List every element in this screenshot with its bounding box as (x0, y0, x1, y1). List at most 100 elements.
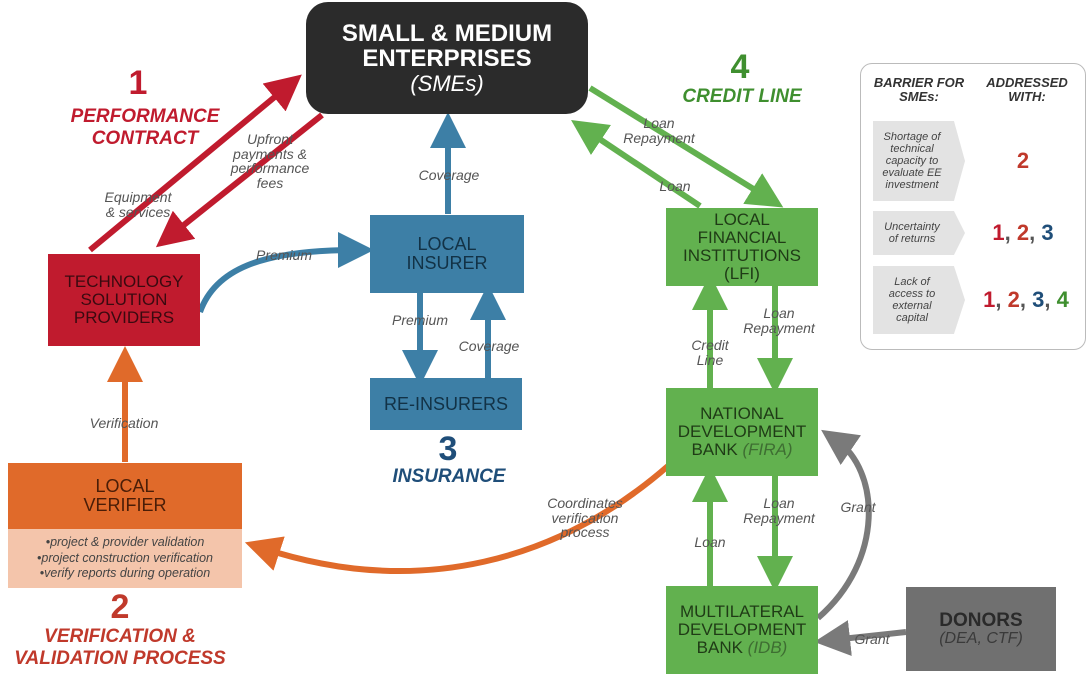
multilateral-development-bank-node: MULTILATERAL DEVELOPMENT BANK (IDB) (666, 586, 818, 674)
credit-line-l2: Line (696, 351, 724, 368)
legend-separator: , (1019, 287, 1033, 312)
legend-number: 2 (1016, 148, 1030, 173)
legend-number: 1 (983, 287, 996, 312)
legend-number: 2 (1016, 220, 1030, 245)
flow-label-coverage-top: Coverage (418, 167, 480, 183)
verifier-task-item: •project & provider validation (45, 535, 205, 549)
donors-sub: (DEA, CTF) (939, 629, 1023, 647)
flow-label-loan-repayment-top: Loan Repayment (614, 116, 704, 145)
ndb-line2: DEVELOPMENT (677, 422, 807, 442)
lfi-line2: FINANCIAL (697, 228, 787, 248)
arrow-loan-to-sme (571, 120, 702, 209)
verifier-task-list: •project & provider validation •project … (8, 529, 242, 588)
tech-line3: PROVIDERS (73, 307, 175, 327)
mdb-line3: BANK (696, 637, 743, 657)
equipment-l2: & services (105, 203, 171, 220)
legend-number: 1 (992, 220, 1005, 245)
section-4-number: 4 (730, 48, 750, 86)
legend-barrier-cell: Uncertainty of returns (873, 211, 965, 255)
section-1-title-l2: CONTRACT (91, 127, 199, 149)
legend-separator: , (995, 287, 1008, 312)
arrow-coordinates-verification (244, 463, 670, 574)
national-development-bank-node: NATIONAL DEVELOPMENT BANK (FIRA) (666, 388, 818, 476)
legend-addressed-cell: 1, 2, 3, 4 (973, 266, 1079, 334)
flow-label-loan-repayment-mid: Loan Repayment (734, 306, 824, 335)
legend-barrier-cell: Shortage of technical capacity to evalua… (873, 121, 965, 201)
legend-separator: , (1044, 287, 1057, 312)
loan-repay-bottom-l1: Loan (763, 495, 795, 511)
legend-number: 3 (1032, 287, 1045, 312)
section-2-number: 2 (110, 588, 130, 626)
tech-line2: SOLUTION (80, 290, 168, 310)
lfi-line1: LOCAL (714, 210, 770, 230)
technology-solution-providers-node: TECHNOLOGY SOLUTION PROVIDERS (48, 254, 200, 346)
section-3-number: 3 (438, 430, 458, 468)
flow-label-loan-repayment-bottom: Loan Repayment (734, 496, 824, 525)
legend-barrier-text: Shortage of (883, 130, 941, 143)
legend-header-addressed: ADDRESSED WITH: (979, 75, 1075, 105)
upfront-l3: performance (230, 160, 310, 177)
arrow-grant-to-ndb (816, 429, 872, 621)
section-2-title-l2: VALIDATION PROCESS (14, 647, 226, 669)
flow-label-upfront: Upfront payments & performance fees (220, 132, 320, 191)
upfront-l4: fees (256, 175, 284, 192)
flow-label-coverage-re: Coverage (458, 338, 520, 354)
section-1-title-l1: PERFORMANCE (70, 106, 220, 127)
reinsurers-label: RE-INSURERS (383, 393, 508, 414)
mdb-line3-row: BANK (IDB) (696, 637, 788, 657)
barrier-legend: BARRIER FOR SMEs: ADDRESSED WITH: Shorta… (860, 63, 1086, 350)
flow-label-grant-ndb: Grant (840, 499, 876, 515)
local-verifier-node: LOCAL VERIFIER (8, 463, 242, 529)
tech-line1: TECHNOLOGY (64, 272, 184, 292)
coordinates-l3: process (560, 524, 610, 541)
ndb-line1: NATIONAL (700, 404, 784, 424)
legend-barrier-text: investment (885, 179, 939, 192)
section-1-title: PERFORMANCE CONTRACT (60, 106, 230, 150)
ndb-sub: (FIRA) (742, 439, 793, 459)
legend-barrier-text: evaluate EE (882, 167, 942, 180)
loan-repay-mid-l2: Repayment (743, 319, 815, 336)
upfront-l2: payments & (233, 145, 307, 162)
legend-barrier-text: of returns (888, 233, 936, 245)
legend-number: 4 (1056, 287, 1069, 312)
loan-repay-mid-l1: Loan (763, 305, 795, 321)
coordinates-l1: Coordinates (547, 495, 623, 511)
sme-line3: (SMEs) (410, 70, 484, 96)
legend-barrier-text: external (892, 300, 932, 312)
lfi-line3: INSTITUTIONS (LFI) (682, 246, 802, 283)
ndb-line3-row: BANK (FIRA) (691, 439, 793, 459)
legend-barrier-text: capacity to (885, 154, 939, 167)
flow-label-equipment: Equipment & services (86, 190, 190, 219)
flow-label-coordinates: Coordinates verification process (530, 496, 640, 540)
flow-label-loan-top: Loan (659, 178, 691, 194)
loan-repay-bottom-l2: Repayment (743, 509, 815, 526)
insurer-line1: LOCAL (417, 234, 477, 255)
arrow-premium-to-insurer (197, 232, 374, 314)
equipment-l1: Equipment (104, 189, 172, 205)
local-insurer-node: LOCAL INSURER (370, 215, 524, 293)
flow-label-verification: Verification (89, 415, 159, 431)
verifier-line1: LOCAL (95, 476, 155, 497)
section-1-number: 1 (128, 64, 148, 102)
legend-addressed-cell: 2 (973, 121, 1073, 201)
legend-header-barrier: BARRIER FOR SMEs: (871, 75, 967, 105)
section-2-title-l1: VERIFICATION & (44, 626, 196, 647)
verifier-line2: VERIFIER (83, 495, 167, 515)
mdb-line1: MULTILATERAL (679, 602, 805, 622)
legend-header-barrier-l2: SMEs: (899, 89, 939, 105)
upfront-l1: Upfront (247, 131, 293, 147)
legend-number: 2 (1007, 287, 1020, 312)
flow-label-premium-re: Premium (391, 312, 448, 328)
donors-node: DONORS (DEA, CTF) (906, 587, 1056, 671)
arrow-repayment-to-lfi (588, 85, 784, 208)
local-financial-institutions-node: LOCAL FINANCIAL INSTITUTIONS (LFI) (666, 208, 818, 286)
flow-label-premium-top: Premium (255, 247, 312, 263)
legend-header-addressed-l2: WITH: (1008, 89, 1046, 105)
arrow-upfront-payments (155, 112, 324, 248)
mdb-sub: (IDB) (747, 637, 788, 657)
legend-barrier-text: capital (896, 312, 928, 325)
legend-barrier-text: access to (888, 287, 936, 300)
loan-repay-top-l1: Loan (643, 115, 675, 131)
legend-header-addressed-l1: ADDRESSED (986, 75, 1068, 90)
arrow-equipment (88, 74, 302, 253)
